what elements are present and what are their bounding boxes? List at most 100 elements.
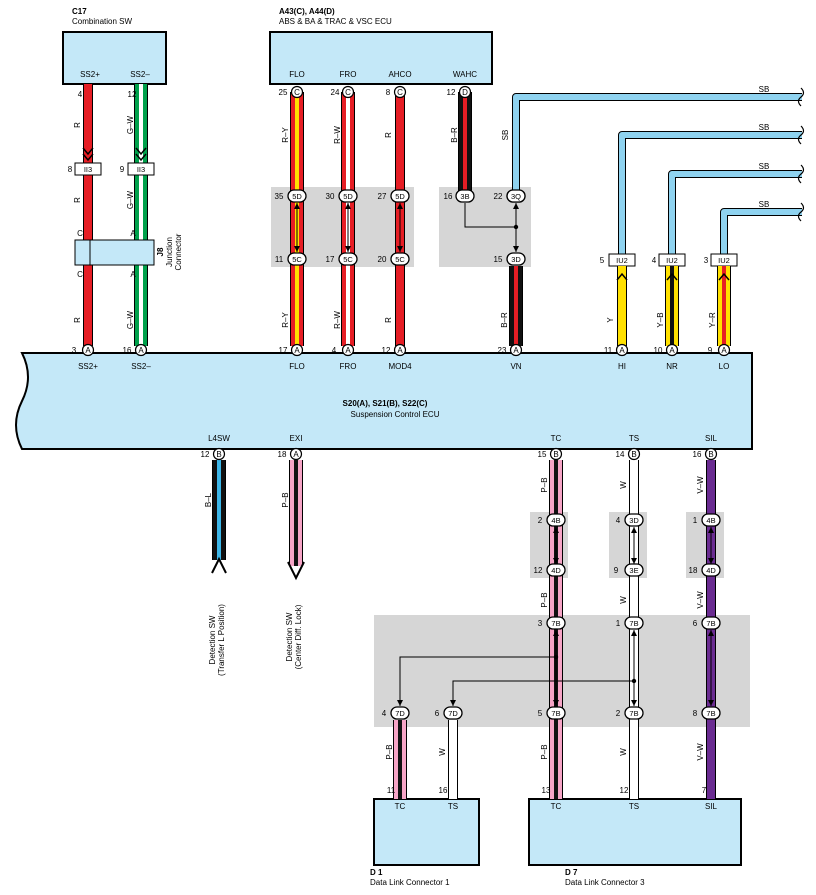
pin-number: 12 <box>447 88 456 97</box>
pin-number: 10 <box>654 346 663 355</box>
ecu-bottom-pin: A <box>289 447 303 461</box>
pin-number: 18 <box>689 566 698 575</box>
wire-color-label: B–R <box>500 312 509 328</box>
pin-number: 12 <box>382 346 391 355</box>
c17-pin-label: SS2– <box>130 70 150 79</box>
pin-number: 23 <box>498 346 507 355</box>
pin-number: 25 <box>279 88 288 97</box>
detection-sw-label: Detection SW <box>208 615 217 664</box>
pin-id: 3B <box>460 192 469 201</box>
svg-text:A: A <box>619 346 625 355</box>
d1-pin-label: TC <box>395 802 406 811</box>
wire-color-label: R <box>73 317 82 323</box>
junction-pin: 3E <box>624 563 644 577</box>
connector-iu2: IU2 <box>608 253 636 267</box>
svg-text:A: A <box>669 346 675 355</box>
arrow-down-icon <box>397 246 403 252</box>
wire-hi <box>617 266 627 346</box>
suspension-ecu-box <box>15 352 753 450</box>
wire-color-label: SB <box>501 130 510 141</box>
connector-ii3: II3 <box>127 162 155 176</box>
wire-break-icon <box>797 87 805 107</box>
pin-number: 12 <box>620 786 629 795</box>
arrow-up-icon <box>345 203 351 209</box>
pin-number: 16 <box>123 346 132 355</box>
ecu-name: Suspension Control ECU <box>351 410 440 419</box>
wire-ss2minus <box>134 84 148 346</box>
wire-color-label: B–R <box>450 127 459 143</box>
detection-sw-label: (Center Diff. Lock) <box>294 604 303 669</box>
pin-id: 4D <box>551 566 561 575</box>
d7-pin-label: SIL <box>705 802 718 811</box>
arrow-up-icon <box>513 203 519 209</box>
junction-pin: 3D <box>506 252 526 266</box>
wire-color-label: G–W <box>126 190 135 209</box>
pin-letter: C <box>397 88 403 97</box>
ecu-top-pin: A <box>665 343 679 357</box>
arrow-up-icon <box>666 272 678 281</box>
d1-box <box>373 798 480 866</box>
junction-pin: 3B <box>455 189 475 203</box>
wire-color-label: G–W <box>126 310 135 329</box>
wire-vn <box>509 266 523 346</box>
splice-line <box>452 680 634 706</box>
pin-c: C <box>341 85 355 99</box>
junction-pin: 4B <box>701 513 721 527</box>
ecu-bottom-pin-label: TC <box>551 434 562 443</box>
pin-id: 4B <box>706 516 715 525</box>
junction-pin: 5D <box>390 189 410 203</box>
pin-id: 7B <box>706 709 715 718</box>
pin-number: 14 <box>616 450 625 459</box>
wire-break-icon <box>797 202 805 222</box>
ecu-top-pin-label: HI <box>618 362 626 371</box>
arrow-up-icon <box>708 630 714 636</box>
svg-text:A: A <box>397 346 403 355</box>
abs-pin-label: AHCO <box>388 70 411 79</box>
arrow-up-icon <box>718 272 730 281</box>
pin-number: 4 <box>332 346 337 355</box>
wire-wahc <box>458 92 472 196</box>
arrow-down-icon <box>82 147 94 156</box>
pin-id: 5D <box>292 192 302 201</box>
pin-letter: B <box>708 450 713 459</box>
junction-pin: 4B <box>546 513 566 527</box>
connector-id: IU2 <box>718 256 730 265</box>
ecu-top-pin-label: NR <box>666 362 678 371</box>
wire-color-label: W <box>619 748 628 756</box>
pin-number: 1 <box>616 619 621 628</box>
wire-nr <box>665 266 679 346</box>
pin-number: 11 <box>275 255 284 264</box>
junction-pin: 7B <box>546 706 566 720</box>
c17-name: Combination SW <box>72 17 132 26</box>
d1-pin-label: TS <box>448 802 458 811</box>
ecu-bottom-pin-label: TS <box>629 434 639 443</box>
pin-number: 30 <box>326 192 335 201</box>
arrow-up-icon <box>211 556 227 574</box>
junction-pin: 7B <box>624 706 644 720</box>
c17-code: C17 <box>72 7 87 16</box>
ecu-top-pin-label: FRO <box>340 362 357 371</box>
ecu-top-pin: A <box>393 343 407 357</box>
pin-d: D <box>458 85 472 99</box>
j8-pin: C <box>77 229 83 238</box>
pin-id: 5C <box>395 255 405 264</box>
ecu-bottom-pin-label: SIL <box>705 434 718 443</box>
pin-id: 7B <box>629 619 638 628</box>
d7-pin-label: TS <box>629 802 639 811</box>
abs-name: ABS & BA & TRAC & VSC ECU <box>279 17 392 26</box>
pin-number: 9 <box>120 165 125 174</box>
arrow-up-icon <box>631 630 637 636</box>
junction-pin: 7B <box>624 616 644 630</box>
ecu-bottom-pin: B <box>549 447 563 461</box>
pin-id: 5C <box>343 255 353 264</box>
pin-id: 4B <box>551 516 560 525</box>
pin-number: 17 <box>326 255 335 264</box>
j8-junction-connector <box>74 239 155 266</box>
pin-number: 8 <box>386 88 391 97</box>
pin-id: 5D <box>343 192 353 201</box>
arrow-down-icon <box>135 147 147 156</box>
svg-text:A: A <box>721 346 727 355</box>
wire-sb-2-outline <box>618 131 802 254</box>
c17-box <box>62 31 167 85</box>
ecu-top-pin-label: SS2– <box>131 362 151 371</box>
